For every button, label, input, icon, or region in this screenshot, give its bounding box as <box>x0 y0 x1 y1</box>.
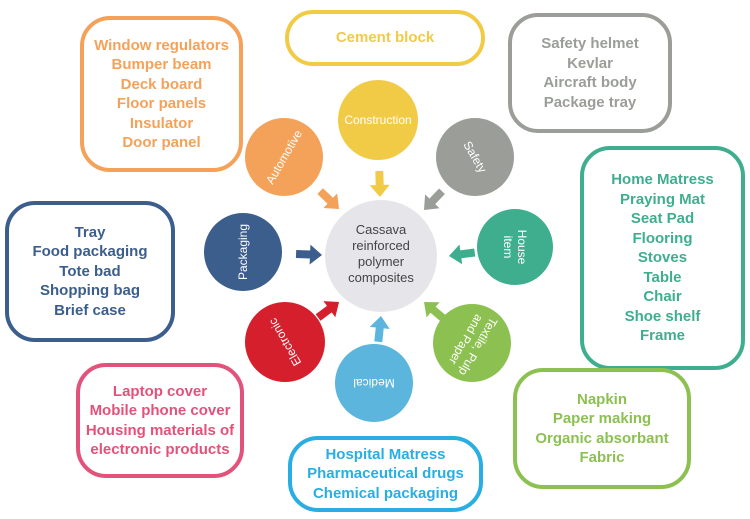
application-item: Door panel <box>122 134 201 151</box>
application-item: Stoves <box>637 249 688 267</box>
application-item: Napkin <box>576 390 627 408</box>
application-item: Package tray <box>543 93 637 111</box>
application-item: Housing materials of <box>85 421 235 439</box>
category-circle-house-item <box>477 209 553 285</box>
application-item: Safety helmet <box>541 35 639 52</box>
application-box-construction: Cement block <box>285 10 485 66</box>
application-item: Hospital Matress <box>325 445 446 463</box>
application-item: Laptop cover <box>112 382 208 400</box>
application-item: Shopping bag <box>40 282 140 300</box>
application-item: electronic products <box>90 441 230 458</box>
category-label-medical: Medical <box>353 376 394 390</box>
application-item: Tray <box>74 223 106 241</box>
category-circle-safety <box>436 118 514 196</box>
application-item: Organic absorbant <box>535 429 669 447</box>
arrow-house-item <box>449 244 476 265</box>
arrow-medical <box>369 316 390 343</box>
category-label-construction: Construction <box>344 113 411 127</box>
category-circle-textile <box>433 304 511 382</box>
application-item: Home Matress <box>611 171 714 189</box>
application-item: Kevlar <box>567 54 613 72</box>
application-item: Chair <box>643 288 682 306</box>
application-item: Bumper beam <box>111 56 212 73</box>
application-item: Floor panels <box>116 95 207 112</box>
central-hub-circle <box>325 200 437 312</box>
application-item: Deck board <box>120 75 203 93</box>
arrow-packaging <box>295 244 322 265</box>
application-item: Tote bad <box>59 262 121 280</box>
category-circle-automotive <box>245 118 323 196</box>
category-label-packaging: Packaging <box>236 224 250 280</box>
application-item: Table <box>643 268 682 286</box>
application-item: Fabric <box>579 449 625 466</box>
category-circle-packaging <box>204 213 282 291</box>
application-item: Seat Pad <box>630 210 695 228</box>
arrow-safety <box>424 188 445 210</box>
application-item: Insulator <box>129 114 194 132</box>
arrow-automotive <box>317 188 339 209</box>
application-item: Pharmaceutical drugs <box>307 465 464 483</box>
application-item: Praying Mat <box>619 190 706 208</box>
application-item: Cement block <box>335 29 435 47</box>
arrow-textile <box>424 302 447 322</box>
category-label-house-item: Houseitem <box>501 230 529 265</box>
arrow-electronic <box>315 301 339 321</box>
application-item: Food packaging <box>32 243 148 261</box>
application-item: Paper making <box>552 410 652 427</box>
application-item: Chemical packaging <box>312 484 459 502</box>
application-item: Mobile phone cover <box>89 402 231 419</box>
application-item: Aircraft body <box>543 74 637 91</box>
category-circle-electronic <box>245 302 325 382</box>
category-circle-medical <box>335 344 413 422</box>
application-item: Window regulators <box>94 36 229 54</box>
arrow-construction <box>369 170 390 197</box>
category-circle-construction <box>338 80 418 160</box>
application-item: Flooring <box>632 229 693 247</box>
application-item: Shoe shelf <box>624 307 701 325</box>
application-item: Brief case <box>54 301 126 319</box>
application-item: Frame <box>639 327 686 345</box>
